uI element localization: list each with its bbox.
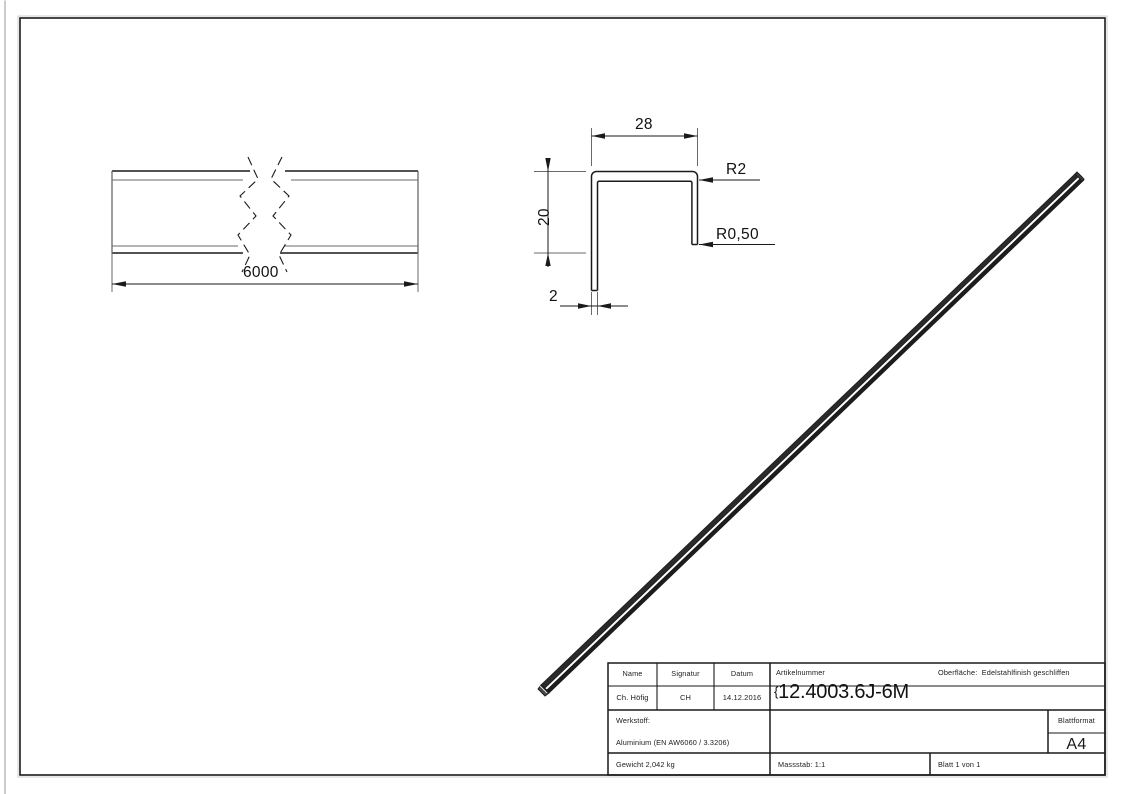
section-profile-outline bbox=[590, 170, 699, 292]
dimension-width-28 bbox=[591, 128, 698, 166]
titleblock-header-name: Name bbox=[622, 669, 643, 678]
titleblock-value-werkstoff: Aluminium (EN AW6060 / 3.3206) bbox=[616, 738, 730, 747]
leader-radius-r050 bbox=[699, 241, 775, 248]
artikelnummer-number-text: 12.4003.6J-6M bbox=[778, 681, 909, 703]
title-block: Name Signatur Datum Ch. Höfig CH 14.12.2… bbox=[608, 663, 1105, 775]
titleblock-value-signatur: CH bbox=[679, 693, 692, 702]
dimension-label-6000: 6000 bbox=[243, 264, 279, 281]
oberflaeche-value-text: Edelstahlfinish geschliffen bbox=[981, 668, 1070, 677]
titleblock-label-werkstoff: Werkstoff: bbox=[616, 716, 651, 725]
titleblock-label-blattformat: Blattformat bbox=[1058, 716, 1095, 725]
titleblock-value-name: Ch. Höfig bbox=[616, 693, 649, 702]
break-line-symbol-right bbox=[270, 156, 292, 273]
titleblock-value-datum: 14.12.2016 bbox=[722, 693, 762, 702]
dimension-length-6000 bbox=[111, 253, 419, 292]
titleblock-value-blattformat: A4 bbox=[1066, 736, 1087, 753]
titleblock-value-gewicht: Gewicht 2,042 kg bbox=[616, 760, 675, 769]
oberflaeche-label-text: Oberfläche: bbox=[938, 668, 978, 677]
label-radius-r050: R0,50 bbox=[716, 226, 759, 243]
dimension-label-20: 20 bbox=[536, 208, 553, 226]
dimension-label-2: 2 bbox=[549, 288, 558, 305]
titleblock-header-datum: Datum bbox=[730, 669, 754, 678]
dimension-height-20 bbox=[534, 158, 586, 267]
titleblock-label-oberflaeche: Oberfläche: Edelstahlfinish geschliffen bbox=[938, 668, 1070, 677]
break-line-symbol-left bbox=[237, 156, 259, 273]
titleblock-rules bbox=[607, 662, 1106, 776]
titleblock-value-artikelnummer: {12.4003.6J-6M bbox=[774, 681, 909, 704]
label-radius-r2: R2 bbox=[726, 161, 747, 178]
titleblock-label-artikelnummer: Artikelnummer bbox=[776, 668, 825, 677]
dimension-thickness-2 bbox=[560, 292, 628, 315]
titleblock-value-massstab: Massstab: 1:1 bbox=[778, 760, 826, 769]
dimension-label-28: 28 bbox=[635, 116, 653, 133]
isometric-bar-body bbox=[537, 171, 1085, 697]
leader-radius-r2 bbox=[699, 177, 760, 183]
sheet-border-frame bbox=[17, 15, 1108, 778]
artikelnummer-brace-glyph: { bbox=[774, 684, 779, 699]
titleblock-value-blatt: Blatt 1 von 1 bbox=[938, 760, 981, 769]
elevation-view-geometry bbox=[111, 170, 419, 254]
titleblock-header-signatur: Signatur bbox=[671, 669, 700, 678]
